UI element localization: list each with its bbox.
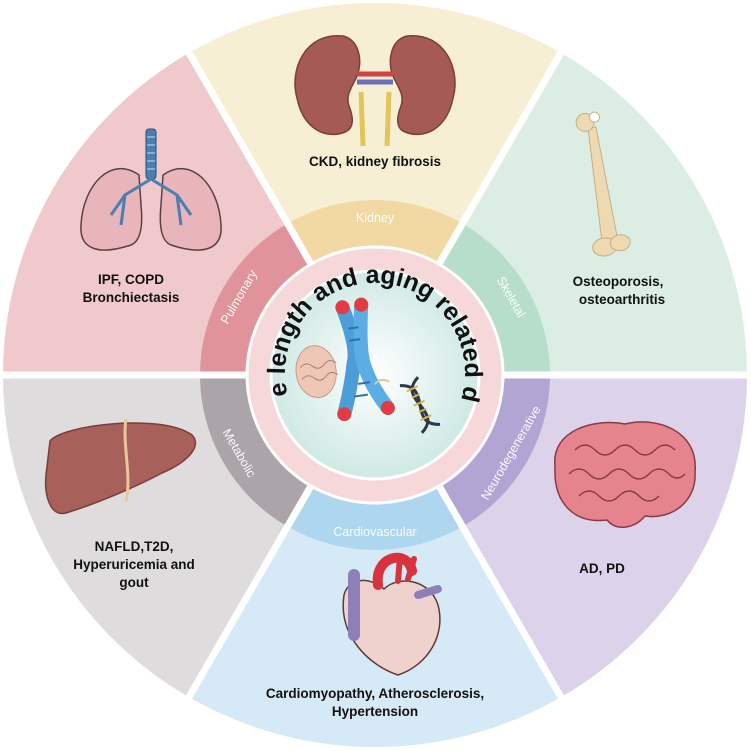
sector-separator	[434, 49, 566, 269]
sector-separators	[1, 49, 749, 701]
band-cardiovascular	[287, 483, 463, 550]
disease-text-kidney: CKD, kidney fibrosis	[309, 154, 441, 169]
disease-text-skeletal-1: Osteoporosis,	[573, 274, 664, 289]
disease-text-cardio-1: Cardiomyopathy, Atherosclerosis,	[266, 686, 484, 701]
chromosome-icon	[295, 297, 395, 422]
disease-text-skeletal-2: osteoarthritis	[579, 292, 665, 307]
lungs-icon	[80, 128, 222, 251]
band-pulmonary	[200, 223, 313, 375]
disease-text-pulmonary-2: Bronchiectasis	[83, 290, 180, 305]
sector-separator	[184, 49, 316, 269]
sector-separator	[434, 481, 566, 701]
band-neurodegenerative	[437, 375, 550, 527]
disease-text-cardio-2: Hypertension	[332, 704, 418, 719]
band-metabolic	[200, 375, 313, 527]
heart-icon	[342, 552, 442, 676]
liver-icon	[44, 418, 197, 515]
brain-icon	[554, 421, 696, 528]
band-skeletal	[437, 223, 550, 375]
disease-text-pulmonary-1: IPF, COPD	[98, 272, 164, 287]
category-label-cardiovascular: Cardiovascular	[333, 525, 416, 539]
category-label-kidney: Kidney	[356, 211, 395, 225]
sector-separator	[184, 481, 316, 701]
band-kidney	[287, 200, 463, 267]
disease-labels: CKD, kidney fibrosis Osteoporosis, osteo…	[73, 154, 665, 719]
disease-text-metabolic-2: Hyperuricemia and	[73, 557, 195, 572]
category-bands	[200, 200, 550, 550]
sector-outer-kidney	[189, 2, 561, 267]
disease-text-metabolic-3: gout	[119, 575, 149, 590]
femur-bone-icon	[575, 111, 631, 257]
dna-helix-icon	[374, 376, 441, 434]
disease-text-metabolic-1: NAFLD,T2D,	[95, 539, 174, 554]
kidneys-icon	[294, 35, 456, 147]
disease-text-neuro: AD, PD	[579, 561, 625, 576]
